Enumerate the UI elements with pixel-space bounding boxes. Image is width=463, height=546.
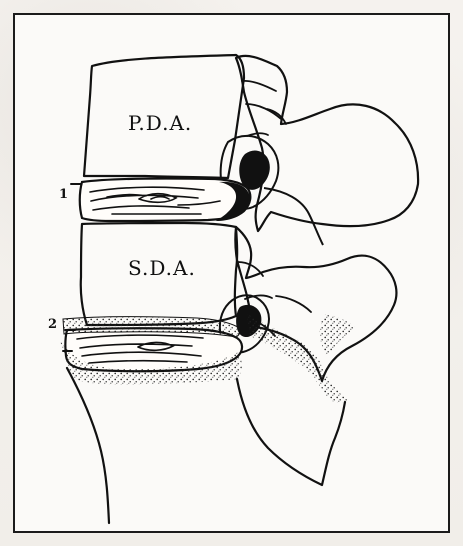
upper-black-canal <box>239 150 270 189</box>
upper-posterior-element <box>236 56 418 231</box>
upper-label: P.D.A. <box>128 113 192 133</box>
marker-1: 1 <box>59 188 68 201</box>
lower-bone-body <box>67 368 345 523</box>
marker-2: 2 <box>48 318 57 331</box>
stipple-right-edge <box>320 314 356 357</box>
lower-label: S.D.A. <box>128 258 196 278</box>
upper-spinal-line <box>264 188 323 245</box>
